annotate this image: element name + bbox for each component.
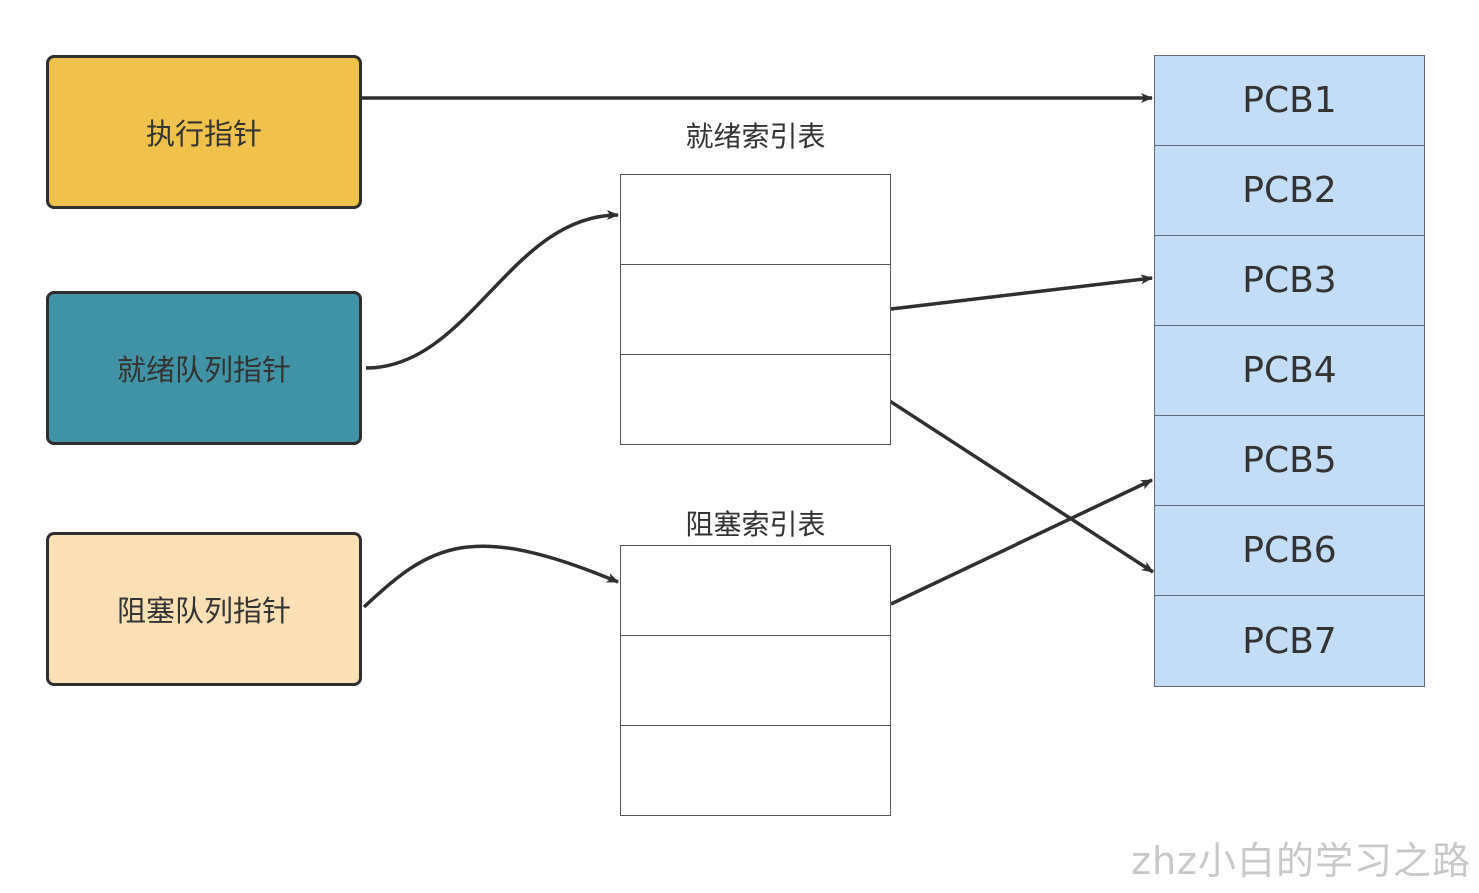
ready-index-row-2 (621, 265, 890, 355)
blocked-queue-pointer-label: 阻塞队列指针 (116, 594, 291, 628)
arrow-ready-pointer-to-ready-table (365, 210, 619, 370)
ready-queue-pointer-box: 就绪队列指针 (46, 291, 362, 445)
ready-index-row-1 (621, 175, 890, 265)
arrow-ready-row3-to-pcb6 (884, 396, 1154, 574)
watermark: zhz小白的学习之路 (1131, 839, 1471, 883)
pcb-cell-2: PCB2 (1155, 146, 1424, 236)
blocked-index-table-title: 阻塞索引表 (685, 508, 826, 541)
blocked-queue-pointer-box: 阻塞队列指针 (46, 532, 362, 686)
pcb-cell-3: PCB3 (1155, 236, 1424, 326)
ready-index-table-title: 就绪索引表 (685, 120, 826, 153)
pcb-cell-4: PCB4 (1155, 326, 1424, 416)
arrow-blocked-pointer-to-blocked-table (362, 544, 619, 609)
pcb-cell-7: PCB7 (1155, 596, 1424, 686)
blocked-index-row-1 (621, 546, 890, 636)
arrow-ready-row2-to-pcb3 (890, 274, 1153, 311)
pcb-table: PCB1 PCB2 PCB3 PCB4 PCB5 PCB6 PCB7 (1154, 55, 1425, 687)
exec-pointer-label: 执行指针 (145, 117, 262, 151)
ready-index-row-3 (621, 355, 890, 443)
ready-index-table (620, 174, 891, 445)
ready-queue-pointer-label: 就绪队列指针 (116, 353, 291, 387)
blocked-index-row-3 (621, 726, 890, 814)
exec-pointer-box: 执行指针 (46, 55, 362, 209)
pcb-cell-6: PCB6 (1155, 506, 1424, 596)
pcb-cell-5: PCB5 (1155, 416, 1424, 506)
blocked-index-row-2 (621, 636, 890, 726)
arrow-blocked-row1-to-pcb5 (890, 478, 1153, 606)
pcb-cell-1: PCB1 (1155, 56, 1424, 146)
blocked-index-table (620, 545, 891, 816)
